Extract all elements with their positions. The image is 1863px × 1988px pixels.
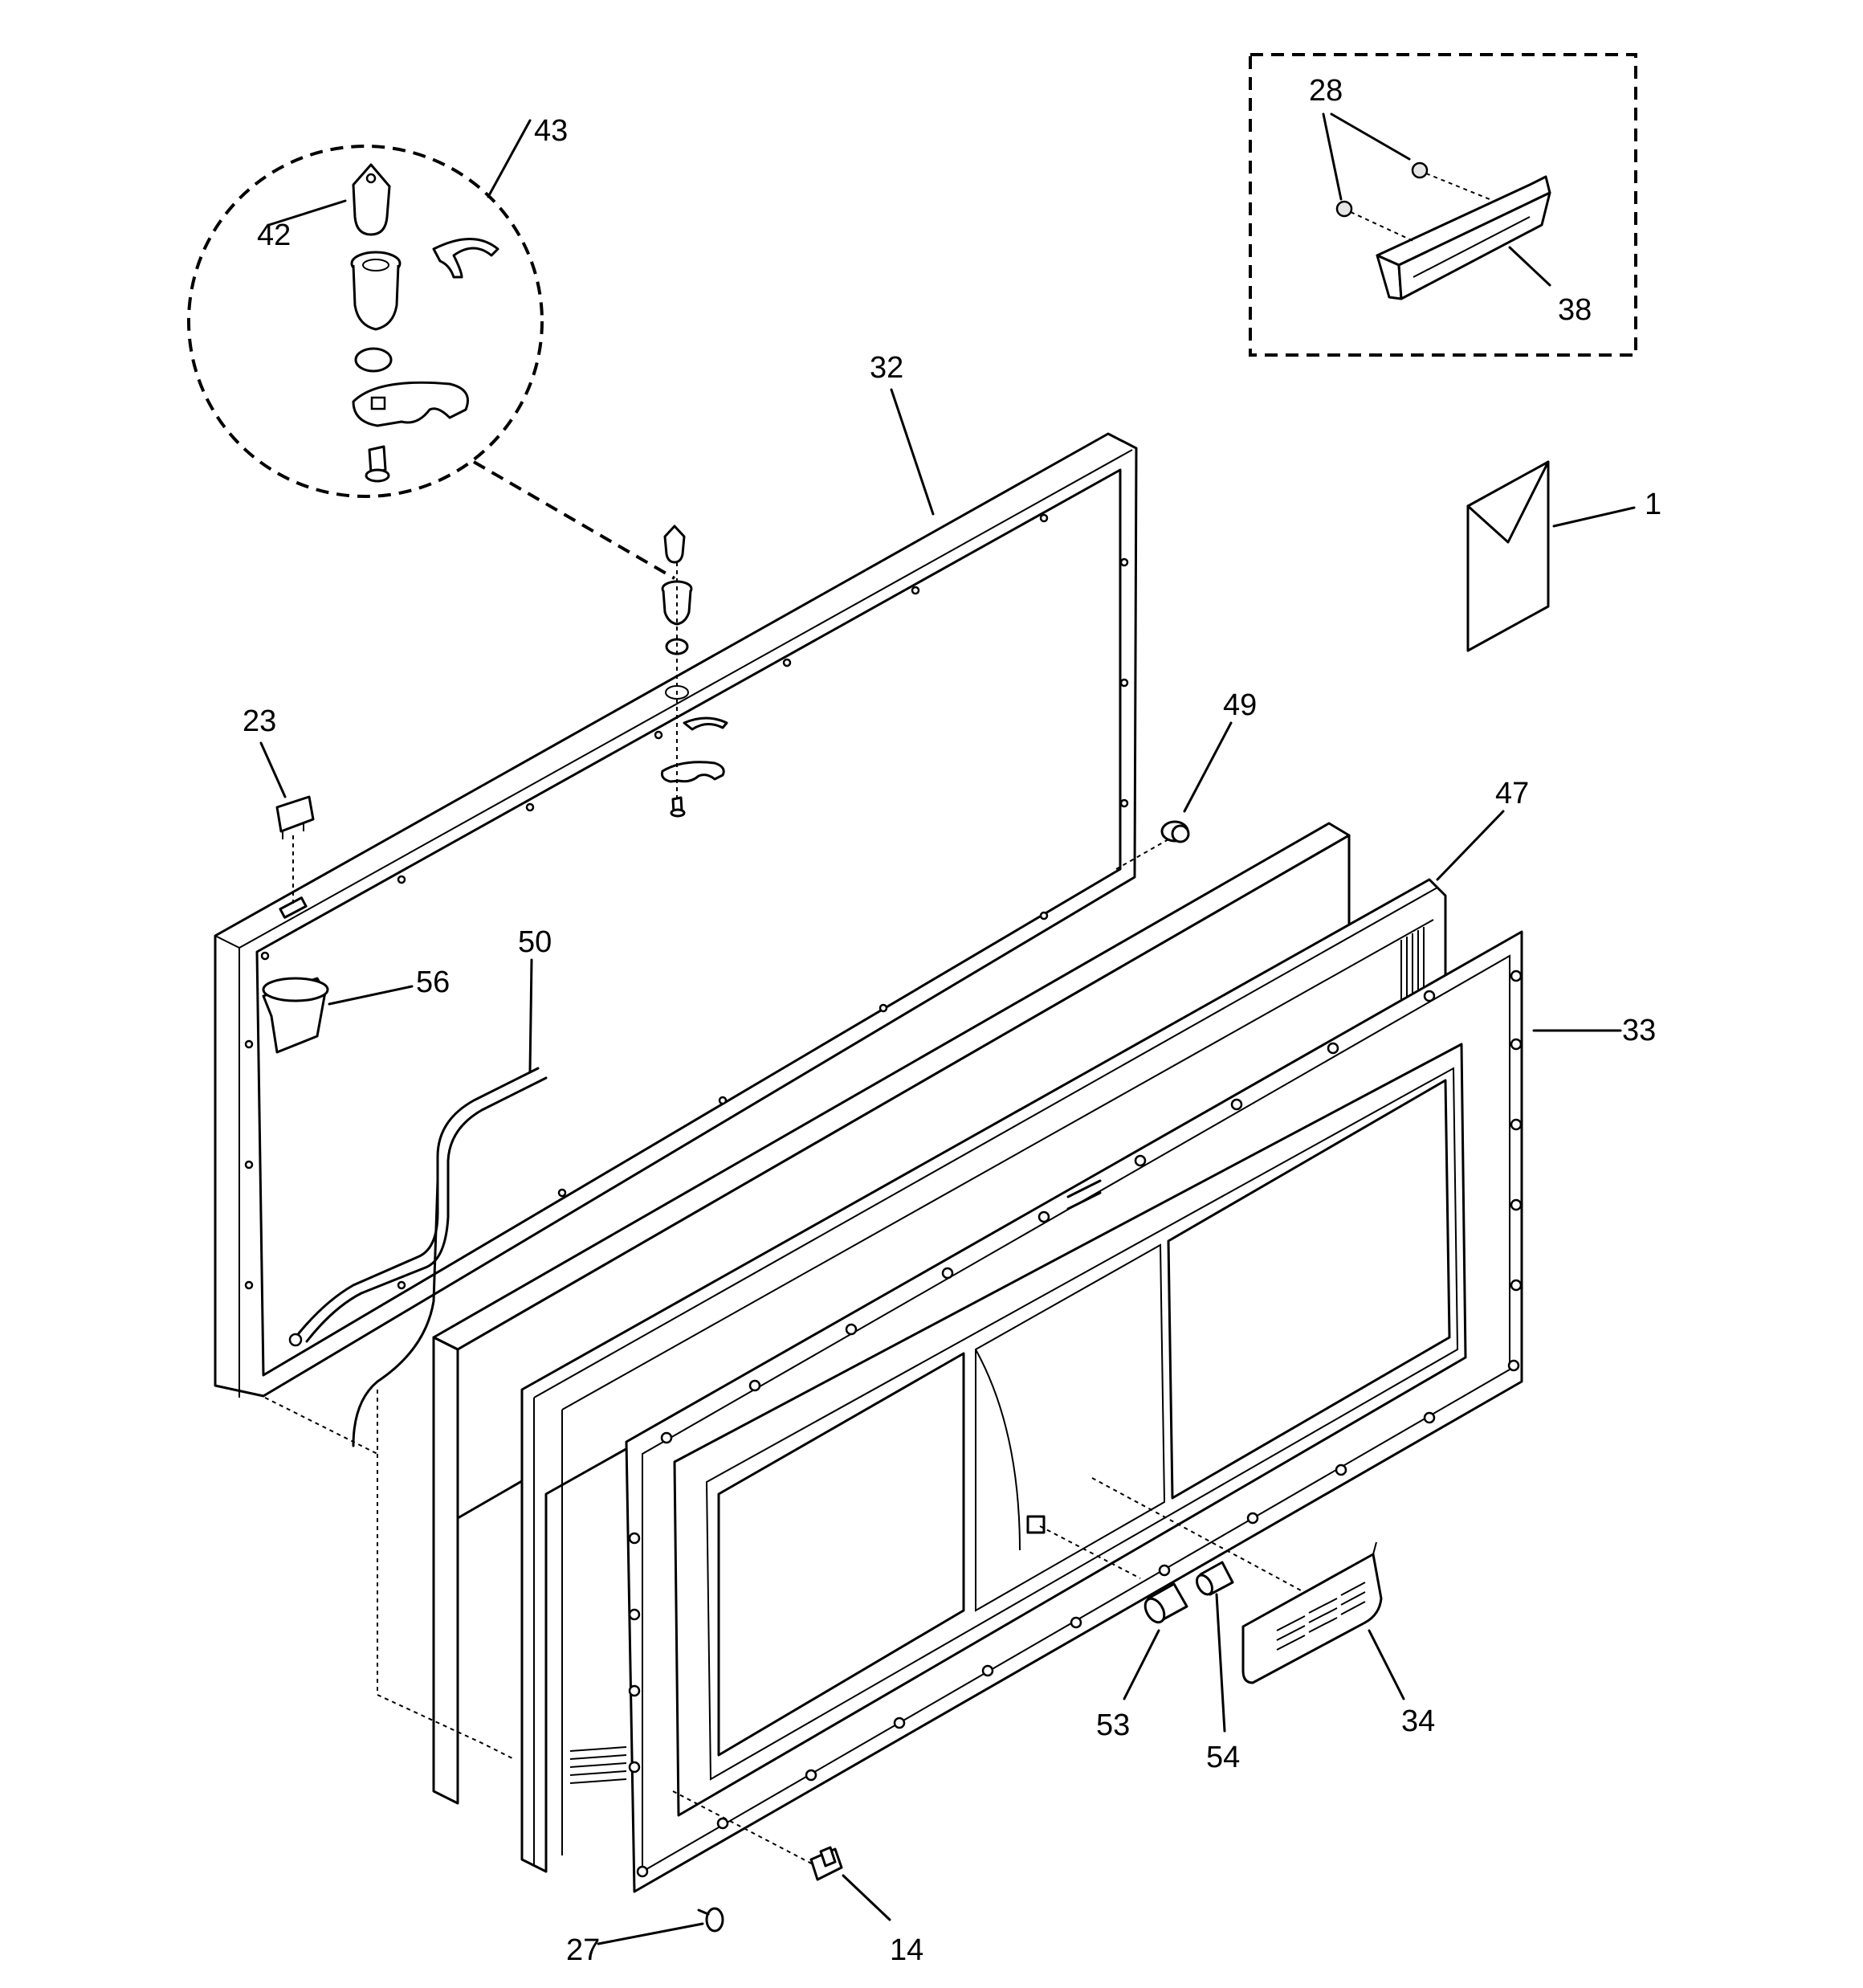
callout-56: 56 (416, 965, 450, 999)
cover-vents (1276, 1582, 1366, 1651)
callout-54: 54 (1206, 1741, 1240, 1774)
callout-43: 43 (534, 114, 568, 148)
part-53-54-light (1143, 1561, 1234, 1624)
callout-38: 38 (1558, 293, 1592, 327)
part-14-switch (809, 1846, 843, 1881)
key-hole (365, 173, 377, 184)
part-27-plug (697, 1907, 724, 1933)
lock-cam (352, 381, 469, 427)
callout-labels: 1 14 23 27 28 32 33 34 38 42 43 47 49 50… (243, 74, 1661, 1967)
callout-53: 53 (1096, 1708, 1130, 1742)
part-50-wire-b (305, 1076, 548, 1343)
callout-1: 1 (1645, 488, 1661, 521)
part-23-bracket (275, 795, 315, 904)
callout-34: 34 (1401, 1704, 1435, 1738)
liner-compartment-right (1167, 1079, 1451, 1500)
frame-inner (255, 468, 1122, 1377)
door-liner-33 (264, 930, 1523, 1893)
retaining-clip (432, 238, 499, 279)
detail-leader (472, 460, 676, 580)
callout-28: 28 (1309, 74, 1343, 108)
detail-box (1249, 53, 1637, 357)
handle-screw-a (1411, 161, 1429, 179)
callout-49: 49 (1223, 688, 1257, 722)
callout-14: 14 (890, 1933, 923, 1967)
leader-lines (259, 112, 1636, 1945)
callout-27: 27 (566, 1933, 600, 1967)
callout-33: 33 (1622, 1014, 1656, 1047)
part-34-light-cover (1241, 1541, 1383, 1684)
part-56-cup (262, 977, 329, 1054)
frame-holes (244, 513, 1129, 1290)
callout-23: 23 (243, 704, 276, 738)
callout-32: 32 (870, 351, 903, 385)
key-part (352, 163, 391, 236)
light-socket (1026, 1515, 1046, 1534)
liner-compartment-left (717, 1352, 965, 1757)
detail-circle (187, 145, 544, 498)
envelope-body (1466, 460, 1550, 652)
handle-detail-box (1249, 53, 1637, 357)
callout-50: 50 (518, 925, 552, 959)
callout-47: 47 (1495, 777, 1529, 810)
lock-on-frame (661, 525, 728, 818)
liner-holes (628, 970, 1523, 1878)
literature-envelope (1466, 460, 1550, 652)
callout-42: 42 (257, 218, 291, 252)
part-50-wire (297, 1067, 540, 1335)
door-frame-32 (214, 432, 1138, 1398)
lock-cylinder-body (352, 264, 400, 331)
frame-slot (279, 896, 308, 919)
o-ring (354, 347, 393, 373)
cam-screw (368, 445, 387, 475)
lock-assembly-detail (187, 145, 544, 498)
handle-screw-b (1335, 200, 1353, 218)
part-49-bumper (1115, 820, 1190, 870)
part-50-wire-c (352, 1179, 439, 1447)
gasket-ridges (569, 927, 1425, 1784)
cam-square-hole (370, 396, 386, 410)
